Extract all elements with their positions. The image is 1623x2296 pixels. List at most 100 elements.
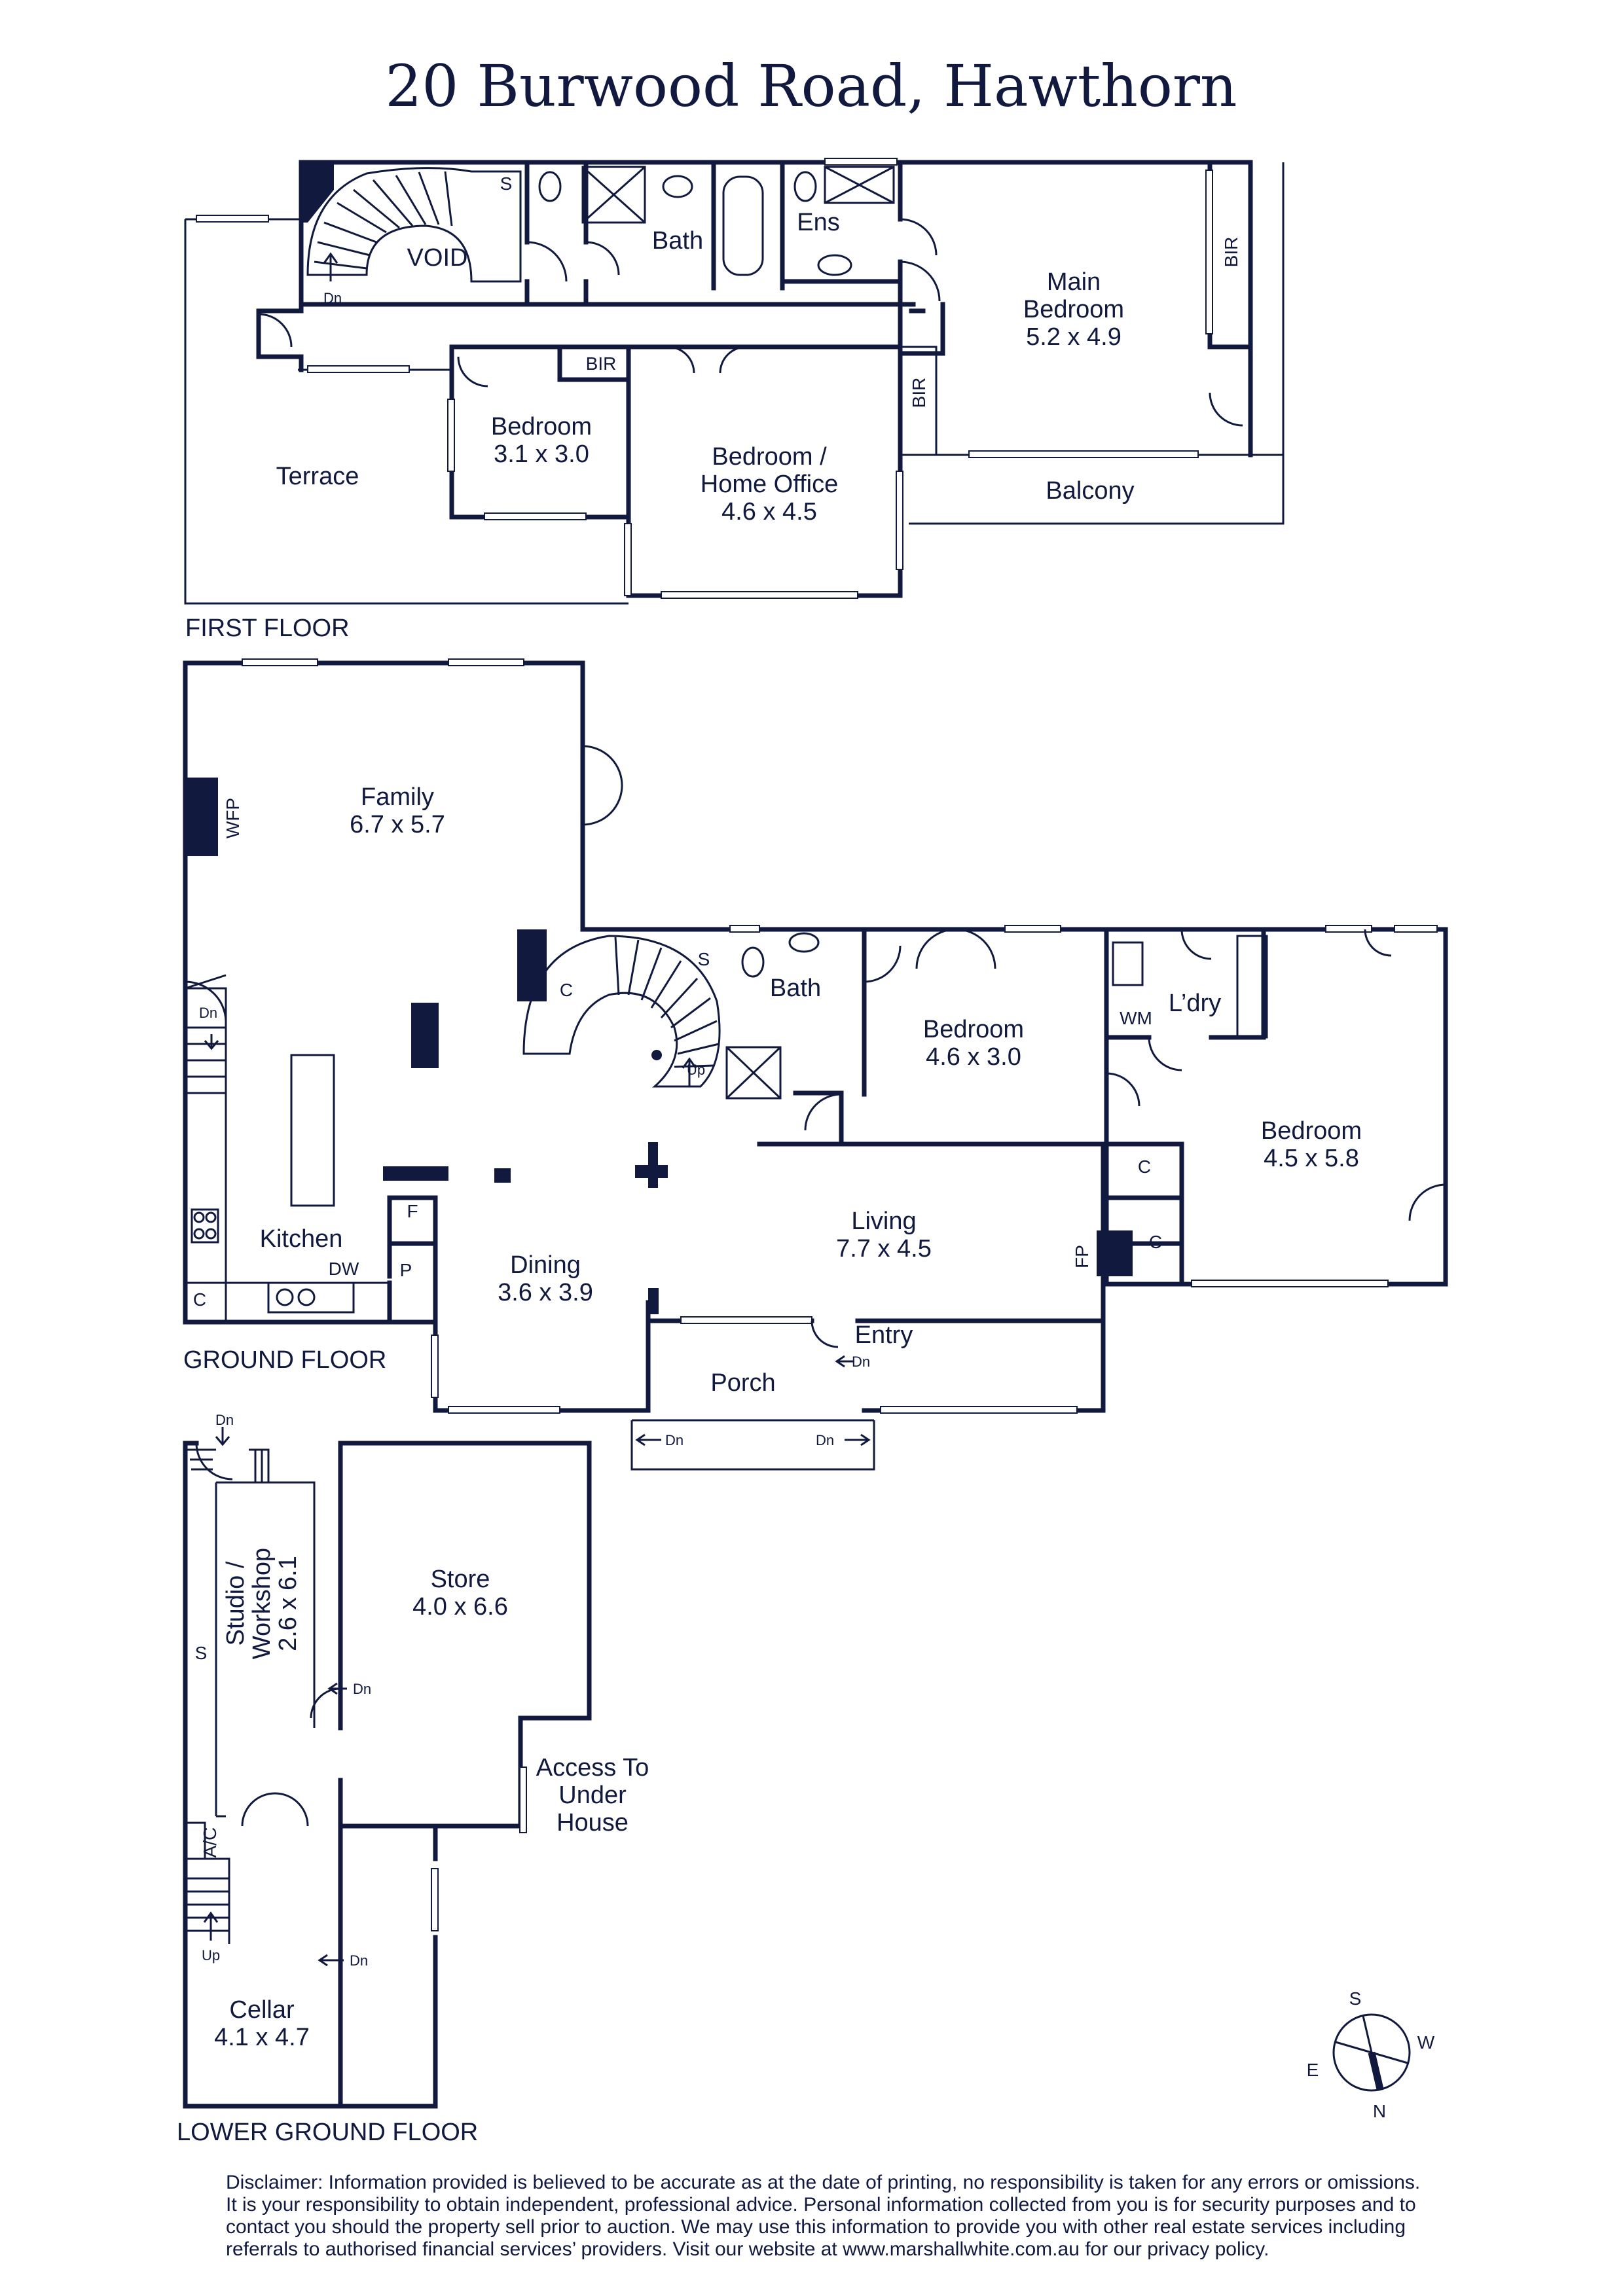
lower-studio-bench [215, 1481, 342, 2106]
spiral-up-arrow [682, 1057, 697, 1086]
cellar-dn-arrow [318, 1954, 344, 1967]
fp-block [1097, 1230, 1133, 1276]
wm-label: WM [1120, 1008, 1152, 1028]
access-label-1: Access To [536, 1754, 649, 1782]
main-bedroom-label-2: Bedroom [1023, 296, 1124, 323]
cellar-label: Cellar [229, 1996, 295, 2024]
void-label: VOID [407, 244, 468, 272]
kitchen-bench [185, 1100, 390, 1322]
bedroom-2-size: 4.5 x 5.8 [1264, 1145, 1359, 1172]
compass-s: S [1349, 1988, 1362, 2009]
stair-newel [651, 1050, 662, 1060]
burner-3 [193, 1228, 205, 1240]
cupboard-1-label: C [1138, 1157, 1151, 1177]
sink-bowl-2 [297, 1288, 316, 1306]
laundry-bench [1236, 935, 1268, 1039]
lower-window-1 [519, 1767, 527, 1833]
first-window-9 [1205, 170, 1213, 334]
studio-label-2: Workshop [248, 1548, 276, 1659]
cellar-up-label: Up [202, 1947, 220, 1964]
stair-c-label: C [560, 980, 573, 1000]
first-bath-label: Bath [652, 227, 703, 255]
compass-s-needle [1362, 2015, 1373, 2053]
column-4 [635, 1142, 668, 1188]
bir-bedroom-label: BIR [586, 353, 617, 374]
ground-window-5 [1394, 925, 1438, 933]
ground-window-9 [880, 1406, 1078, 1414]
store-dn-label: Dn [353, 1681, 371, 1697]
dw-label: DW [329, 1259, 359, 1279]
first-window-7 [896, 471, 903, 570]
entry-dn-label: Dn [852, 1354, 870, 1370]
first-spiral-treads [314, 171, 453, 270]
ground-stair-corner [517, 929, 547, 1001]
first-window-4 [447, 399, 455, 472]
first-door-swings [526, 218, 941, 302]
ground-window-11 [431, 1335, 439, 1398]
main-bedroom-size: 5.2 x 4.9 [1026, 323, 1122, 351]
ground-window-6 [729, 925, 760, 933]
first-ens-wc [793, 171, 817, 202]
living-size: 7.7 x 4.5 [836, 1235, 932, 1263]
porch-dn-2-label: Dn [816, 1432, 834, 1448]
lower-stair-dn-label: Dn [215, 1412, 234, 1428]
first-bedroom-size: 3.1 x 3.0 [494, 440, 589, 468]
porch-dn-arrow-2 [845, 1433, 871, 1446]
first-window-1 [196, 215, 269, 223]
store-dn-arrow [327, 1682, 347, 1695]
page-title: 20 Burwood Road, Hawthorn [385, 52, 1237, 120]
first-floor-label: FIRST FLOOR [185, 615, 350, 642]
first-window-2 [307, 365, 410, 373]
porch-dn-1-label: Dn [665, 1432, 684, 1448]
compass-n: N [1373, 2101, 1386, 2121]
ground-window-3 [1004, 925, 1061, 933]
fridge-label: F [407, 1201, 418, 1221]
ac-unit [184, 1821, 206, 1860]
first-door-swings-2 [258, 313, 1243, 427]
ground-stair-dn-label: Dn [199, 1005, 217, 1021]
ground-window-8 [680, 1316, 812, 1324]
ground-stair-arrow [204, 1034, 219, 1050]
ground-spiral-stair [522, 935, 721, 1088]
kitchen-c-label: C [193, 1289, 206, 1310]
column-3 [494, 1168, 511, 1183]
first-window-8 [968, 450, 1199, 458]
first-ens-basin [817, 254, 852, 276]
ens-label: Ens [797, 209, 839, 236]
ground-window-10 [448, 1406, 560, 1414]
family-label: Family [361, 783, 434, 811]
kitchen-sink [267, 1282, 355, 1314]
fp-label: FP [1072, 1245, 1092, 1268]
first-window-6 [624, 523, 632, 596]
kitchen-island [290, 1054, 335, 1207]
lower-window-2 [431, 1868, 439, 1931]
bedroom-2-label: Bedroom [1261, 1117, 1362, 1145]
first-ens-shower-cross [824, 166, 894, 204]
office-label: Bedroom / [712, 443, 827, 471]
first-bath-toilet [662, 175, 693, 198]
column-5 [648, 1288, 659, 1314]
cellar-size: 4.1 x 4.7 [214, 2024, 310, 2051]
cellar-up-arrow [203, 1911, 219, 1941]
first-stair-dn-label: Dn [323, 290, 342, 306]
first-window-3 [484, 512, 587, 520]
compass-n-needle [1368, 2051, 1384, 2090]
entry-dn-arrow [835, 1355, 854, 1368]
column-2 [383, 1166, 448, 1181]
family-size: 6.7 x 5.7 [350, 811, 445, 838]
ground-floor-label: GROUND FLOOR [183, 1346, 386, 1374]
burner-2 [205, 1211, 217, 1223]
porch-dn-arrow-1 [635, 1433, 661, 1446]
bedroom-1-size: 4.6 x 3.0 [926, 1043, 1021, 1071]
ground-shower-cross [725, 1046, 782, 1100]
disclaimer-text: Disclaimer: Information provided is beli… [226, 2172, 1421, 2260]
bir-office-outline [900, 346, 938, 455]
access-label-3: House [556, 1809, 629, 1837]
cellar-dn-label: Dn [350, 1952, 368, 1969]
burner-4 [205, 1228, 217, 1240]
first-shower [581, 166, 646, 224]
kitchen-label: Kitchen [260, 1225, 343, 1253]
studio-size: 2.6 x 6.1 [274, 1556, 302, 1651]
first-window-5 [661, 591, 858, 599]
first-window-10 [824, 158, 898, 166]
